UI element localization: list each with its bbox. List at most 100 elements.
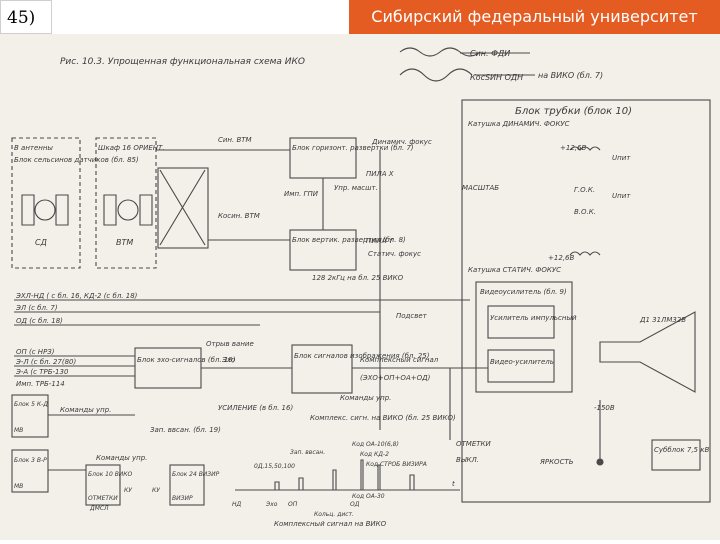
pulse-amp-label: Усилитель импульсный	[490, 314, 577, 322]
echo-block	[134, 347, 202, 389]
gok-label: Г.О.К.	[574, 186, 595, 194]
komandy-upr-1: Команды упр.	[340, 394, 391, 402]
university-banner: Сибирский федеральный университет	[349, 0, 720, 36]
masshtab-label: МАСШТАБ	[462, 184, 499, 192]
vykl-label: ВЫКЛ.	[456, 456, 479, 464]
sd-coil-2	[55, 194, 69, 226]
blok24-box	[169, 464, 205, 506]
bottom-kod3-label: Код СТРОБ ВИЗИРА	[366, 461, 427, 468]
dmsl-label: ДМСЛ	[89, 505, 109, 512]
bottom-kod-dist-label: Кольц. дист.	[314, 511, 354, 518]
label-sync-fdi: Син. ФДИ	[470, 49, 510, 58]
bottom-kod30-label: Код ОА-30	[352, 493, 385, 500]
bottom-zap-label: Зап. ввсан.	[290, 449, 325, 456]
brightness-knob	[596, 458, 604, 466]
tube-block-label: Блок трубки (блок 10)	[515, 105, 632, 117]
yarkost-label: ЯРКОСТЬ	[539, 458, 574, 466]
blok10-box	[85, 464, 121, 506]
dynamic-coil	[569, 146, 601, 151]
imp-gpi-label: Имп. ГПИ	[284, 190, 319, 198]
input-2-label: ЭЛ (с бл. 7)	[15, 304, 58, 312]
scanned-diagram: Рис. 10.3. Упрощенная функциональная схе…	[0, 34, 720, 540]
dynamic-focus-label: Динамич. фокус	[371, 138, 432, 146]
ku1-label: КУ	[124, 487, 132, 494]
plus12-label-1: +12,6В	[560, 144, 586, 152]
tube-type-label: Д1 31ЛМ32В	[639, 316, 686, 324]
cabinet-frame	[95, 137, 157, 269]
north-antenna-label: В антенны	[14, 144, 53, 152]
pila-x-label: ПИЛА X	[366, 170, 394, 178]
image-block-label: Блок сигналов изображения (бл. 25)	[294, 352, 430, 360]
sensor-block-label: Блок сельсинов датчиков (бл. 85)	[14, 156, 139, 164]
echo-sum-label: (ЭХО+ОП+ОА+ОД)	[360, 374, 431, 382]
static-focus-label: Статич. фокус	[368, 250, 421, 258]
vtm-coil-2	[139, 194, 153, 226]
blok5-label: Блок 5 К-Д	[14, 401, 48, 408]
bottom-t-label: t	[452, 480, 455, 488]
video-amp-block	[475, 281, 573, 393]
vertical-scan-label: Блок вертик. развертки (бл. 8)	[292, 236, 406, 244]
bottom-kod2-label: Код КД-2	[360, 451, 389, 458]
podsvet-label: Подсвет	[396, 312, 428, 320]
ozhidanie-label: Отрыв вание	[206, 340, 254, 348]
image-block	[291, 344, 353, 394]
vtm-circle	[117, 199, 139, 221]
vtm-coil	[103, 194, 117, 226]
ea-label: Э-А (с ТРБ-130	[15, 368, 69, 376]
sd-label: СД	[35, 238, 47, 247]
coil-static-label: Катушка СТАТИЧ. ФОКУС	[468, 266, 561, 274]
subblock-label: Субблок 7,5 кВ	[654, 446, 709, 454]
input-3-label: ОД (с бл. 18)	[16, 317, 63, 325]
pila-y-label: ПИЛА Y	[366, 237, 394, 245]
complex-viko-label: Комплекс. сигн. на ВИКО (бл. 25 ВИКО)	[310, 414, 456, 422]
static-coil	[569, 251, 601, 256]
figure-title: Рис. 10.3. Упрощенная функциональная схе…	[60, 57, 305, 67]
minus150-label: -150В	[594, 404, 615, 412]
bottom-nd-label: НД	[232, 501, 242, 508]
complex-signal-label: Комплексный сигнал	[360, 356, 439, 364]
bottom-kod1-label: Код ОА-10(6,8)	[352, 441, 399, 448]
horizontal-scan-label: Блок горизонт. развертки (бл. 7)	[292, 144, 414, 152]
vok-label: В.О.К.	[574, 208, 596, 216]
usilenie-label: УСИЛЕНИЕ (в бл. 16)	[218, 404, 293, 412]
cabinet-label: Шкаф 16 ОРИЕНТ.	[98, 144, 165, 152]
sd-coil	[21, 194, 35, 226]
bottom-time-label: 0Д,15,50,100	[254, 463, 295, 470]
subblock-box	[651, 439, 701, 471]
label-to-viko: на ВИКО (бл. 7)	[538, 71, 603, 80]
bottom-caption-label: Комплексный сигнал на ВИКО	[274, 520, 387, 528]
crt-tube	[599, 311, 696, 393]
komandy-upr-3: Команды упр.	[96, 454, 147, 462]
input-1-label: ЭХЛ-НД ( с бл. 16, КД-2 (с бл. 18)	[15, 292, 138, 300]
bottom-echo-label: Эхо	[265, 501, 278, 508]
cosine-waveform	[399, 68, 473, 82]
blok10-label: Блок 10 ВИКО	[88, 471, 133, 478]
vtm-label: ВТМ	[116, 238, 133, 247]
sensor-frame	[11, 137, 81, 269]
echo-label: Эхо	[221, 356, 235, 364]
upit-label-1: Uпит	[612, 154, 631, 162]
tube-block-frame	[461, 99, 711, 503]
video-amp-label: Видеоусилитель (бл. 9)	[480, 288, 567, 296]
video-amp-inner-label: Видео-усилитель	[490, 358, 554, 366]
cross-frame	[157, 167, 209, 249]
otmetki-label: ОТМЕТКИ	[456, 440, 491, 448]
bottom-od-label: ОД	[350, 501, 360, 508]
komandy-upr-2: Команды упр.	[60, 406, 111, 414]
coil-dynamic-label: Катушка ДИНАМИЧ. ФОКУС	[468, 120, 570, 128]
blok5-box	[11, 394, 49, 438]
label-cos-rtm: Косин. ВТМ	[218, 212, 260, 220]
functional-scheme: Рис. 10.3. Упрощенная функциональная схе…	[11, 47, 711, 528]
pulse-amp-block	[487, 305, 555, 339]
label-sin-rtm: Син. ВТМ	[218, 136, 252, 144]
upit-label-2: Uпит	[612, 192, 631, 200]
upr-mashtab-label: Упр. масшт.	[334, 184, 378, 192]
plus12-label-2: +12,6В	[548, 254, 574, 262]
cross-wiring	[159, 169, 206, 246]
zap-vpis-label: Зап. ввсан. (бл. 19)	[150, 426, 221, 434]
blok24-label: Блок 24 ВИЗИР	[172, 471, 220, 478]
imp-trb-label: Имп. ТРБ-114	[16, 380, 65, 388]
bottom-op-label: ОП	[288, 501, 298, 508]
vizir-small-label: ВИЗИР	[172, 495, 193, 502]
blok3-box	[11, 449, 49, 493]
